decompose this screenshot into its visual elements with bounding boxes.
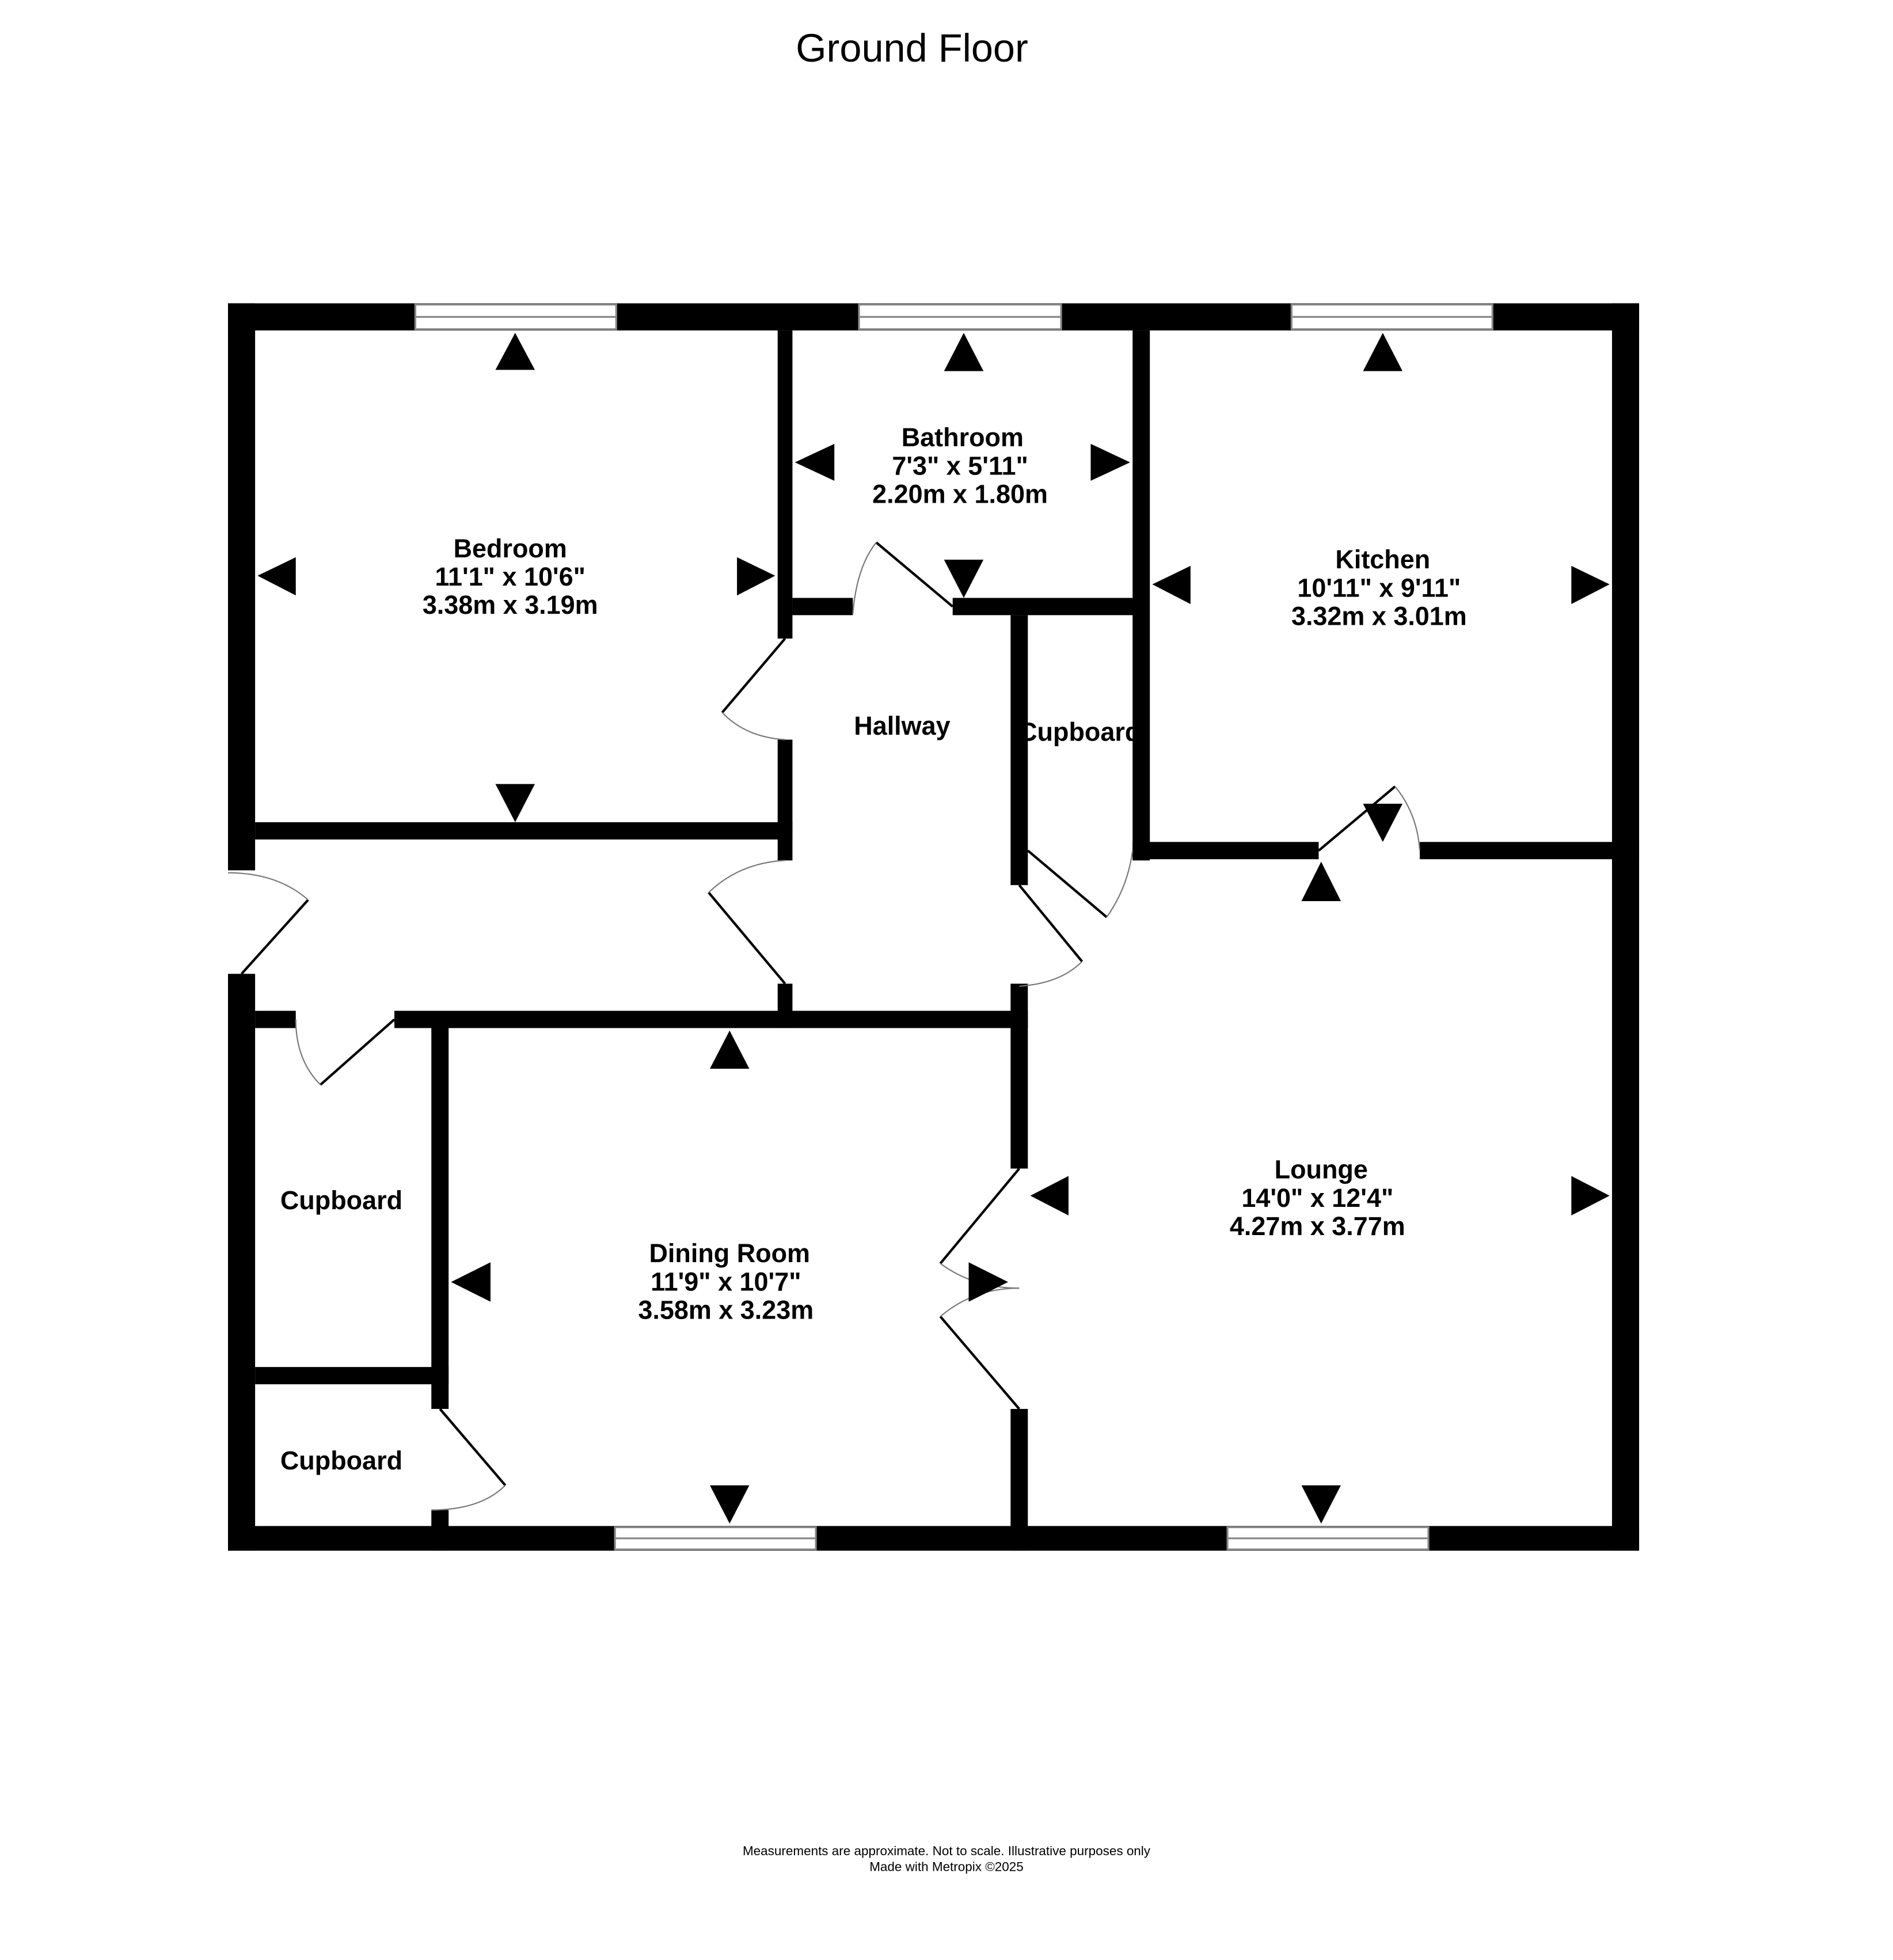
cupboard-lower-name: Cupboard	[280, 1446, 402, 1475]
dimension-arrows	[257, 333, 1610, 1524]
bedroom-name: Bedroom	[454, 534, 567, 563]
windows	[414, 303, 1493, 1551]
lounge-imperial: 14'0" x 12'4"	[1241, 1183, 1393, 1213]
footer-disclaimer: Measurements are approximate. Not to sca…	[743, 1844, 1151, 1858]
kitchen-name: Kitchen	[1335, 545, 1430, 574]
kitchen-imperial: 10'11" x 9'11"	[1297, 573, 1461, 602]
lounge-name: Lounge	[1275, 1155, 1368, 1184]
lounge-metric: 4.27m x 3.77m	[1230, 1211, 1405, 1241]
dining-metric: 3.58m x 3.23m	[638, 1296, 814, 1325]
bathroom-metric: 2.20m x 1.80m	[872, 480, 1048, 509]
dining-imperial: 11'9" x 10'7"	[651, 1267, 801, 1296]
floor-title: Ground Floor	[796, 26, 1028, 70]
hallway-name: Hallway	[854, 711, 950, 740]
cupboard-upper-name: Cupboard	[280, 1186, 402, 1215]
footer-credit: Made with Metropix ©2025	[869, 1860, 1024, 1874]
bathroom-name: Bathroom	[902, 423, 1024, 452]
dining-name: Dining Room	[649, 1239, 810, 1268]
kitchen-metric: 3.32m x 3.01m	[1291, 602, 1467, 631]
doors	[228, 541, 1421, 1511]
room-labels: Bedroom 11'1" x 10'6" 3.38m x 3.19m Bath…	[280, 423, 1467, 1475]
bathroom-imperial: 7'3" x 5'11"	[892, 451, 1028, 480]
bedroom-imperial: 11'1" x 10'6"	[435, 562, 586, 591]
bedroom-metric: 3.38m x 3.19m	[423, 590, 598, 620]
cupboard-hall-name: Cupboard	[1018, 717, 1141, 747]
